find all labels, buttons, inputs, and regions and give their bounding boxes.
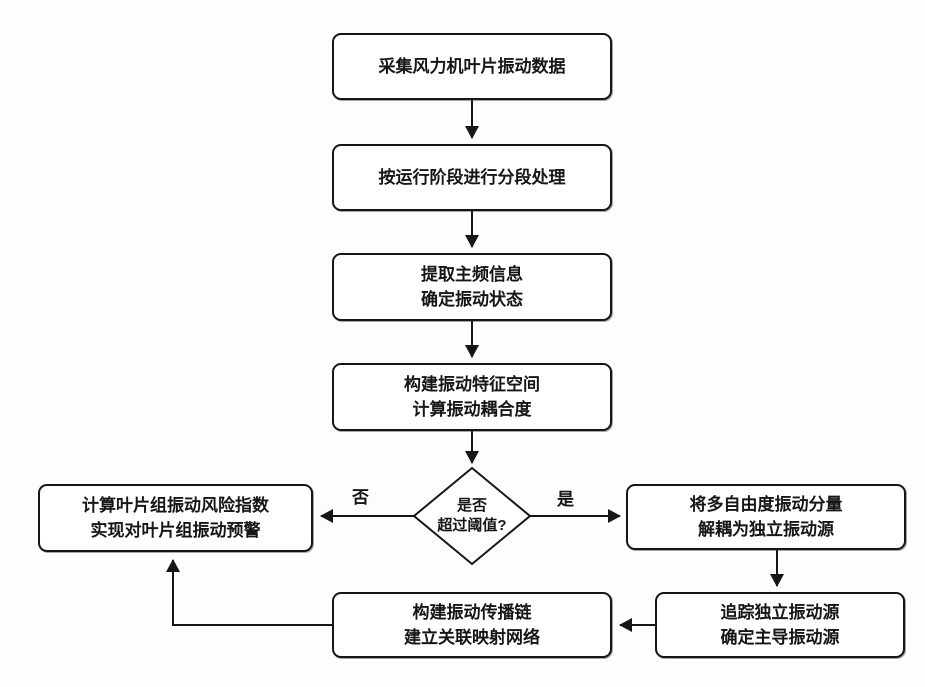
- edge-chain-to-risk: [166, 559, 332, 626]
- flow-node-feature-space: 构建振动特征空间 计算振动耦合度: [332, 363, 612, 431]
- node-text-line2: 计算振动耦合度: [412, 400, 532, 419]
- node-text-line1: 是否: [456, 496, 487, 514]
- edge-label-no: 否: [352, 488, 369, 507]
- node-text-line1: 将多自由度振动分量: [689, 494, 843, 514]
- node-text-line1: 计算叶片组振动风险指数: [82, 495, 269, 515]
- flow-node-collect-data: 采集风力机叶片振动数据: [332, 33, 612, 100]
- node-text: 按运行阶段进行分段处理: [378, 167, 566, 187]
- flow-node-extract-frequency: 提取主频信息 确定振动状态: [332, 253, 612, 321]
- node-text-line2: 确定主导振动源: [720, 628, 840, 647]
- node-text-line1: 构建振动特征空间: [404, 374, 540, 394]
- node-text-line1: 构建振动传播链: [412, 602, 532, 622]
- node-text: 采集风力机叶片振动数据: [378, 56, 566, 76]
- flow-node-segment-processing: 按运行阶段进行分段处理: [332, 144, 612, 211]
- flow-node-decouple-sources: 将多自由度振动分量 解耦为独立振动源: [626, 484, 906, 550]
- flow-node-threshold-decision: 是否 超过阈值?: [414, 472, 530, 560]
- node-text-line1: 追踪独立振动源: [720, 602, 840, 622]
- flow-node-risk-index-warning: 计算叶片组振动风险指数 实现对叶片组振动预警: [38, 484, 313, 552]
- decision-diamond-shape: [412, 466, 532, 566]
- node-text-line2: 实现对叶片组振动预警: [90, 521, 261, 540]
- node-text-line2: 确定振动状态: [421, 290, 523, 309]
- node-text-line1: 提取主频信息: [421, 264, 523, 284]
- flow-node-propagation-chain: 构建振动传播链 建立关联映射网络: [332, 592, 612, 658]
- node-text-line2: 解耦为独立振动源: [698, 520, 834, 539]
- node-text-line2: 建立关联映射网络: [404, 628, 540, 647]
- node-text-line2: 超过阈值?: [437, 517, 507, 534]
- edge-label-yes: 是: [557, 490, 574, 509]
- flow-node-track-sources: 追踪独立振动源 确定主导振动源: [655, 592, 905, 658]
